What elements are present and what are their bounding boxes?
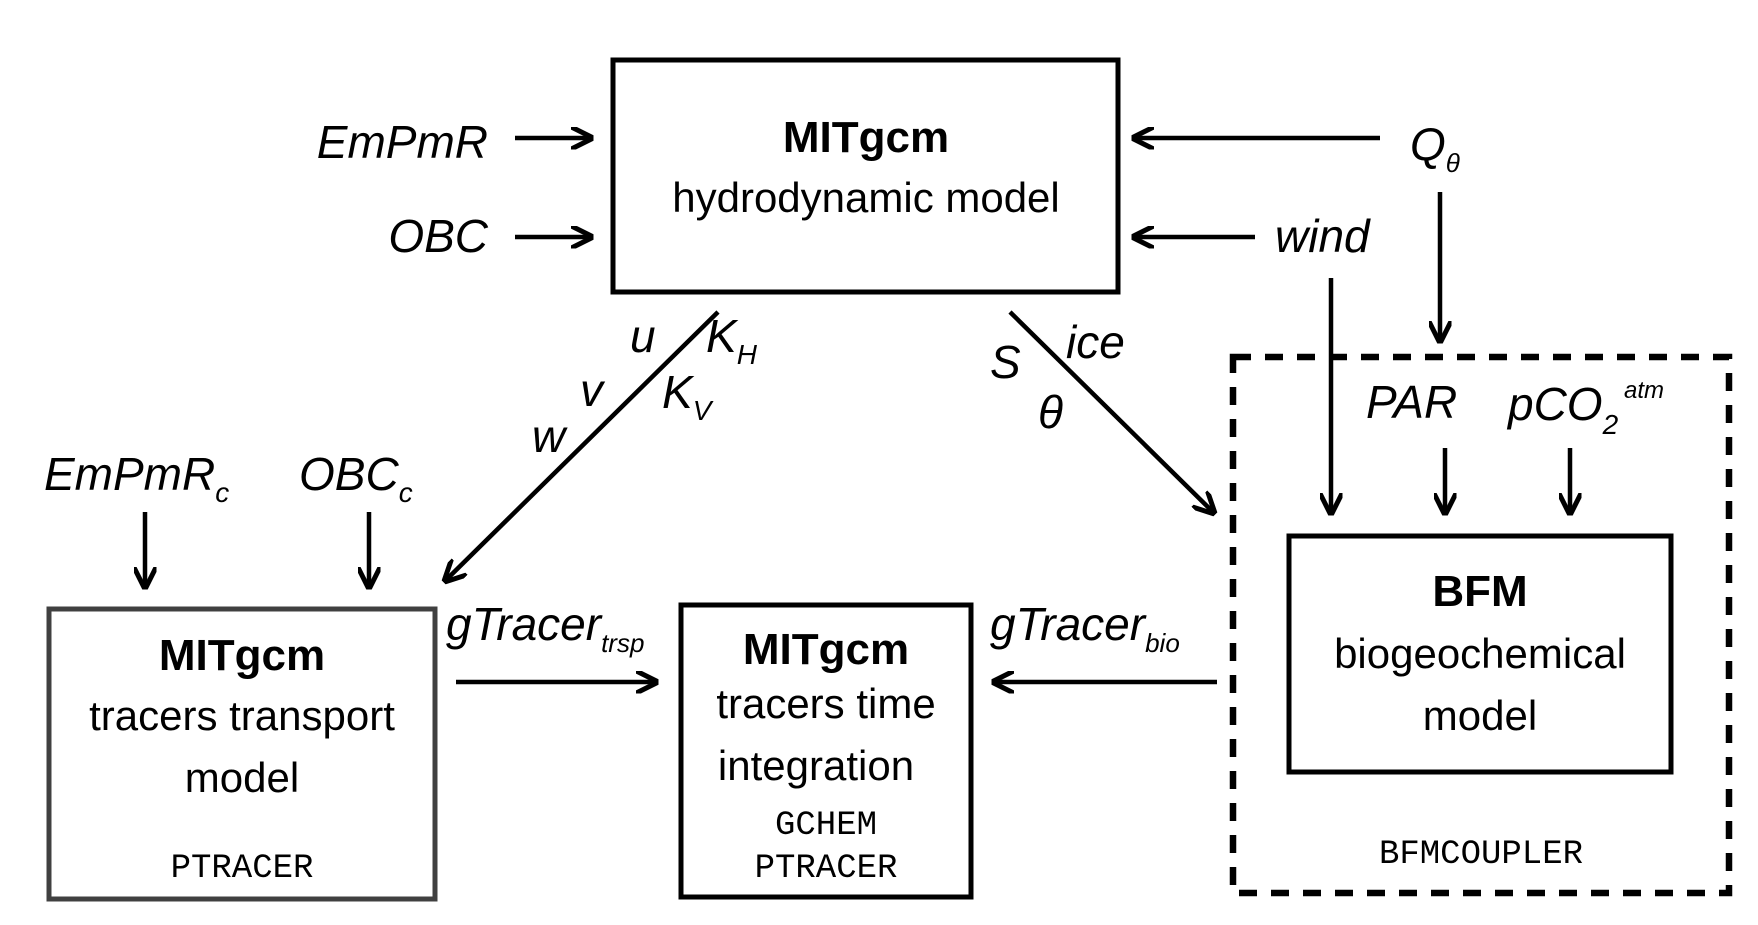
label-kv-base: K xyxy=(662,366,695,418)
integration-box xyxy=(678,602,974,900)
label-gtracer-bio: gTracerbio xyxy=(990,598,1180,658)
label-v: v xyxy=(580,364,606,416)
transport-line1: tracers transport xyxy=(89,692,395,739)
integration-package-ptracer: PTRACER xyxy=(755,850,898,888)
label-pco2-sup: atm xyxy=(1624,377,1664,404)
label-empmr-c-base: EmPmR xyxy=(44,448,215,500)
label-gtracer-trsp-base: gTracer xyxy=(446,598,603,650)
label-ice: ice xyxy=(1066,316,1125,368)
transport-box xyxy=(46,606,438,902)
label-gtracer-bio-sub: bio xyxy=(1145,628,1180,658)
integration-line1: tracers time xyxy=(716,680,935,727)
label-u: u xyxy=(630,310,656,362)
label-pco2-base: pCO xyxy=(1506,378,1603,430)
label-kh-base: K xyxy=(706,310,739,362)
integration-title: MITgcm xyxy=(743,625,909,674)
bfmcoupler-label: BFMCOUPLER xyxy=(1379,836,1583,874)
label-obc-c-sub: c xyxy=(399,477,413,508)
label-pco2-sub: 2 xyxy=(1602,409,1619,440)
label-q-theta-sub: θ xyxy=(1446,148,1460,178)
transport-package: PTRACER xyxy=(171,850,314,888)
label-pco2: pCO2 xyxy=(1506,378,1619,440)
label-empmr-c: EmPmRc xyxy=(44,448,229,508)
label-empmr-c-sub: c xyxy=(215,477,229,508)
label-gtracer-bio-base: gTracer xyxy=(990,598,1147,650)
integration-line2: integration xyxy=(718,742,914,789)
label-gtracer-trsp-sub: trsp xyxy=(601,628,644,658)
label-obc-c-base: OBC xyxy=(299,448,399,500)
transport-line2: model xyxy=(185,754,299,801)
label-kh: KH xyxy=(706,310,758,370)
label-kv: KV xyxy=(662,366,714,426)
label-q-theta-base: Q xyxy=(1410,118,1446,170)
arrow-hydro-to-transport xyxy=(446,310,720,580)
label-kh-sub: H xyxy=(737,339,758,370)
hydro-subtitle: hydrodynamic model xyxy=(672,174,1060,221)
label-par: PAR xyxy=(1366,376,1457,428)
label-obc: OBC xyxy=(388,210,488,262)
hydro-title: MITgcm xyxy=(783,113,949,162)
label-gtracer-trsp: gTracertrsp xyxy=(446,598,644,658)
bfm-box xyxy=(1286,533,1674,775)
label-kv-sub: V xyxy=(693,395,714,426)
label-obc-c: OBCc xyxy=(299,448,413,508)
label-wind: wind xyxy=(1275,210,1371,262)
transport-title: MITgcm xyxy=(159,631,325,680)
label-empmr: EmPmR xyxy=(317,116,488,168)
integration-package-gchem: GCHEM xyxy=(775,807,877,845)
label-s: S xyxy=(990,336,1021,388)
bfm-line2: model xyxy=(1423,692,1537,739)
bfm-line1: biogeochemical xyxy=(1334,630,1626,677)
arrow-hydro-to-bfmcoupler xyxy=(1008,310,1213,512)
bfm-title: BFM xyxy=(1432,567,1527,616)
label-q-theta: Qθ xyxy=(1410,118,1460,178)
label-theta: θ xyxy=(1038,386,1063,438)
label-w: w xyxy=(532,410,568,462)
hydro-box xyxy=(610,57,1121,295)
bfmcoupler-box xyxy=(1229,353,1733,897)
